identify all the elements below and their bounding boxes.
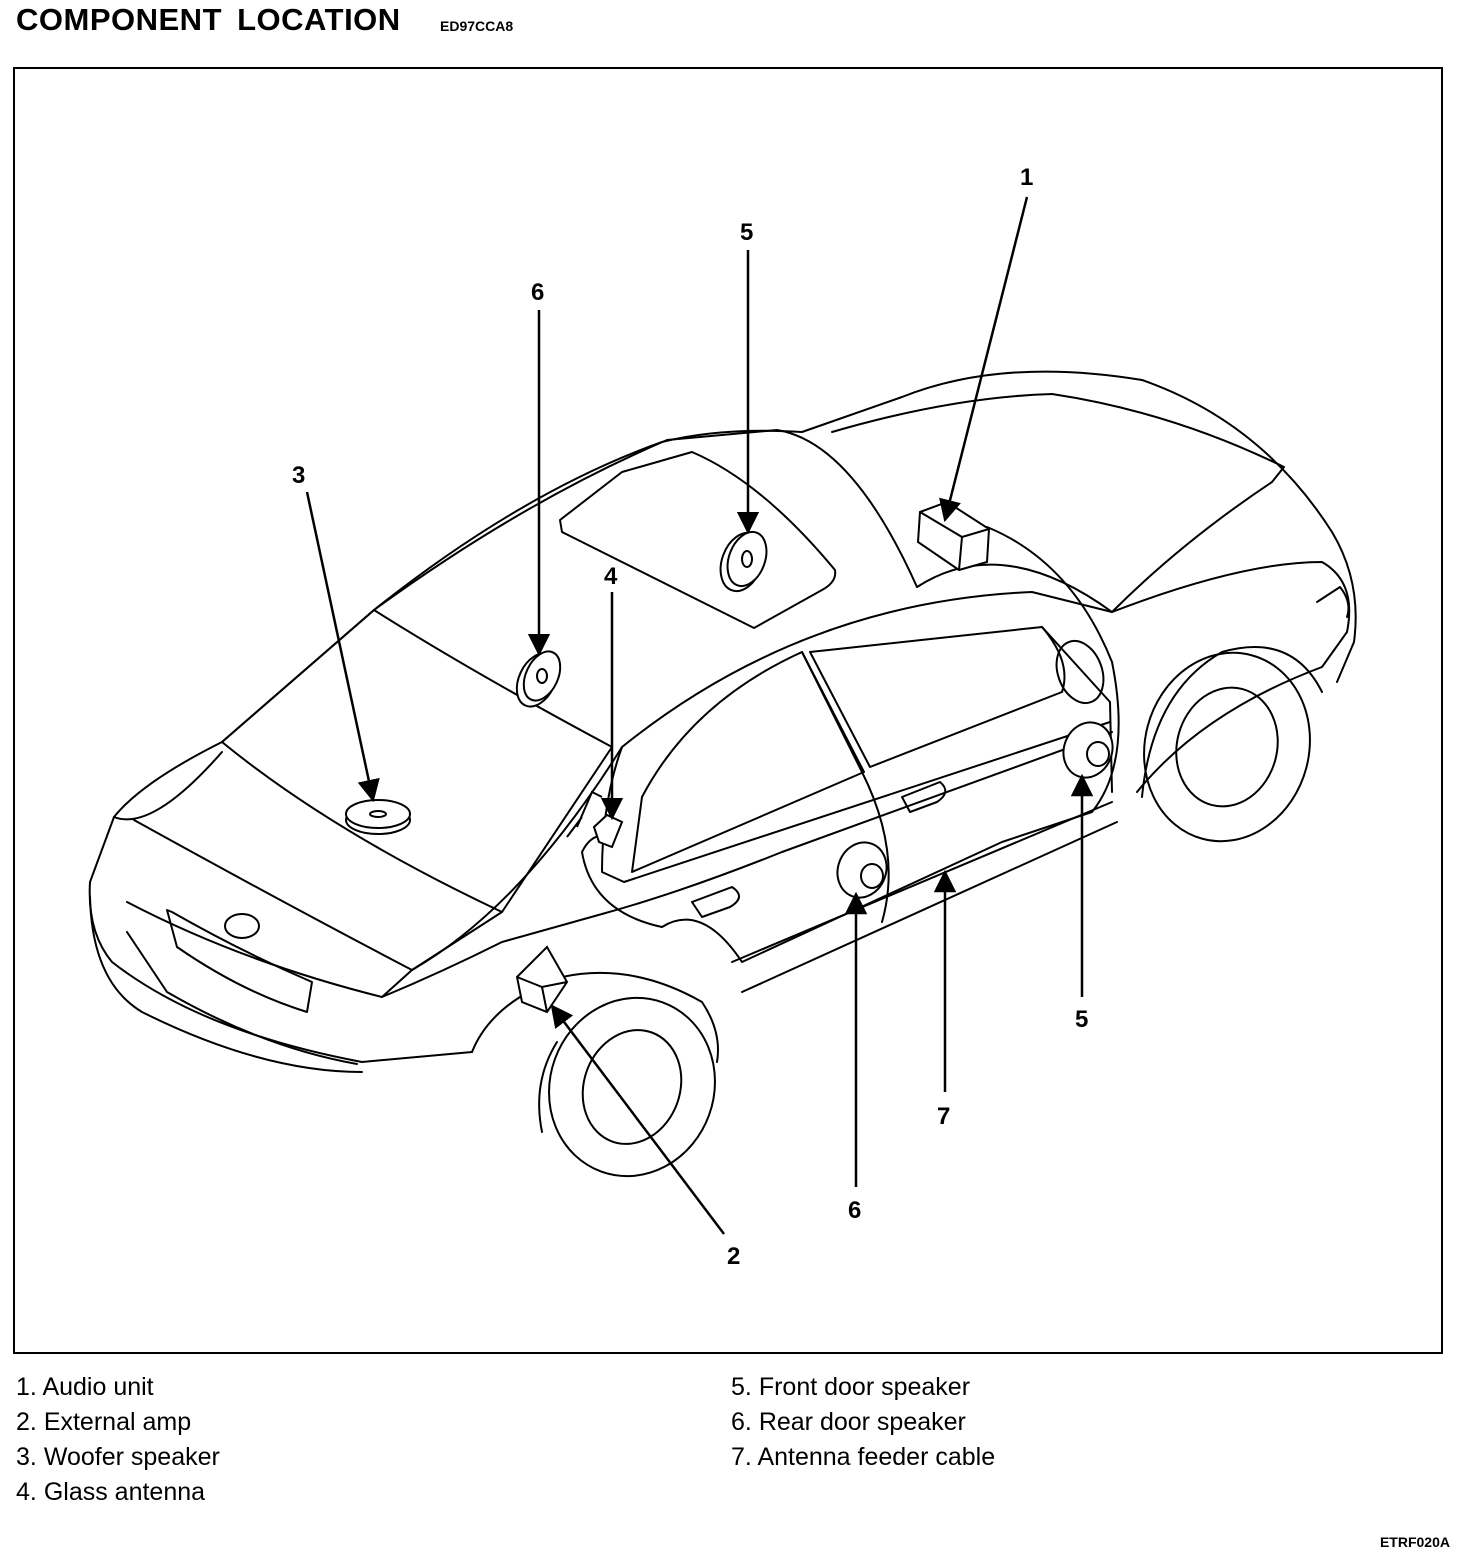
- legend-item: 5. Front door speaker: [731, 1373, 971, 1401]
- car-diagram: 1 2 3 4 5 5 6 6 7: [88, 164, 1357, 1270]
- component-diagram-frame: 1 2 3 4 5 5 6 6 7: [13, 67, 1443, 1354]
- callout-6-side: 6: [848, 1197, 861, 1224]
- car-outline: [88, 370, 1357, 1178]
- callout-1: 1: [1020, 164, 1033, 191]
- callout-3: 3: [292, 462, 305, 489]
- callout-6-top: 6: [531, 279, 544, 306]
- legend-item: 2. External amp: [16, 1408, 192, 1436]
- callout-4: 4: [604, 563, 618, 590]
- woofer-speaker-shape: [345, 799, 411, 835]
- legend-item: 7. Antenna feeder cable: [731, 1443, 996, 1471]
- legend-item: 6. Rear door speaker: [731, 1408, 966, 1436]
- legend-item: 1. Audio unit: [16, 1373, 154, 1401]
- figure-code: ETRF020A: [1379, 1534, 1450, 1550]
- callout-5-side: 5: [1075, 1006, 1088, 1033]
- external-amp-box: [515, 945, 569, 1014]
- callout-7: 7: [937, 1103, 950, 1130]
- front-speaker-top-shape: [719, 530, 768, 593]
- legend-item: 4. Glass antenna: [16, 1478, 206, 1506]
- rear-speaker-top-shape: [515, 650, 562, 708]
- audio-unit-box: [916, 500, 991, 572]
- legend-left: 1. Audio unit 2. External amp 3. Woofer …: [16, 1370, 220, 1510]
- rear-door-speaker-shape: [836, 841, 888, 899]
- leader-arrows: [305, 196, 1094, 1235]
- callout-5-top: 5: [740, 219, 753, 246]
- callout-2: 2: [727, 1243, 740, 1270]
- legend-item: 3. Woofer speaker: [16, 1443, 220, 1471]
- front-door-speaker-shape: [1062, 721, 1114, 779]
- document-code: ED97CCA8: [440, 18, 514, 34]
- legend-right: 5. Front door speaker 6. Rear door speak…: [731, 1370, 995, 1475]
- glass-antenna-module: [566, 790, 624, 849]
- page-title: COMPONENT LOCATION: [16, 2, 401, 37]
